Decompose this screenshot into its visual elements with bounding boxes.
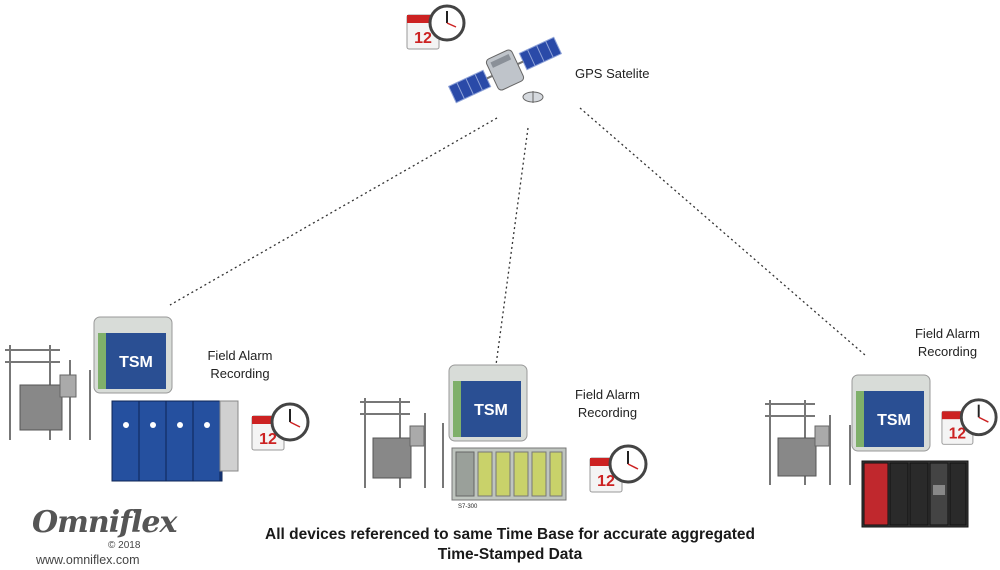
gps-satellite-image	[447, 36, 563, 104]
calendar-number: 12	[597, 473, 615, 490]
substation-image-right	[765, 400, 851, 485]
substation-image-left	[5, 345, 91, 440]
field-alarm-label-left: Field Alarm Recording	[195, 347, 285, 383]
plc-model-text: S7-300	[458, 504, 478, 510]
copyright-text: © 2018	[108, 540, 141, 551]
calendar-number: 12	[259, 431, 277, 448]
rtu-panel-left	[111, 400, 239, 482]
tsm-box-left: TSM	[92, 315, 174, 395]
tsm-box-center: TSM	[447, 363, 529, 443]
calendar-clock-icon-right: 12	[940, 395, 1000, 453]
calendar-number: 12	[414, 30, 432, 47]
link-line-left	[169, 117, 498, 306]
tsm-box-text: TSM	[119, 354, 153, 371]
calendar-clock-icon: 12	[405, 3, 467, 57]
field-alarm-label-right: Field Alarm Recording	[900, 325, 995, 361]
plc-rack-right	[861, 460, 969, 528]
calendar-clock-icon-left: 12	[250, 400, 312, 458]
field-alarm-label-right-line1: Field Alarm	[914, 326, 981, 341]
caption-line-1: All devices referenced to same Time Base…	[265, 526, 755, 543]
omniflex-logo: Omniflex	[32, 505, 177, 540]
calendar-clock-icon-center: 12	[588, 442, 650, 500]
field-alarm-label-center-line1: Field Alarm	[574, 387, 641, 402]
field-alarm-label-left-line1: Field Alarm	[207, 348, 273, 363]
link-line-right	[579, 107, 866, 356]
plc-s7-300-center: S7-300	[451, 447, 567, 510]
satellite-label: GPS Satelite	[575, 66, 650, 81]
caption-line-2: Time-Stamped Data	[437, 546, 583, 563]
substation-image-center	[360, 398, 444, 488]
calendar-number: 12	[949, 426, 966, 443]
field-alarm-label-center-line2: Recording	[577, 405, 638, 420]
link-line-center	[495, 127, 529, 366]
website-link[interactable]: www.omniflex.com	[36, 553, 140, 567]
field-alarm-label-center: Field Alarm Recording	[560, 386, 655, 422]
field-alarm-label-right-line2: Recording	[917, 344, 978, 359]
tsm-box-text: TSM	[474, 402, 508, 419]
tsm-box-text: TSM	[877, 412, 911, 429]
field-alarm-label-left-line2: Recording	[210, 366, 270, 381]
tsm-box-right: TSM	[850, 373, 932, 453]
